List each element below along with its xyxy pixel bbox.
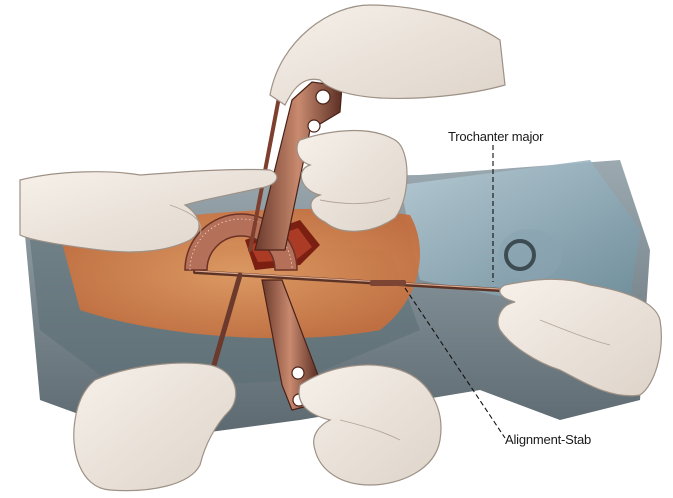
- leader-line-alignment: [404, 287, 506, 439]
- alignment-rod: [193, 270, 502, 292]
- label-alignment-stab: Alignment-Stab: [505, 432, 592, 447]
- hand-detail-lines: [169, 197, 611, 441]
- gloved-hands: [19, 4, 662, 492]
- label-trochanter-major: Trochanter major: [448, 129, 544, 144]
